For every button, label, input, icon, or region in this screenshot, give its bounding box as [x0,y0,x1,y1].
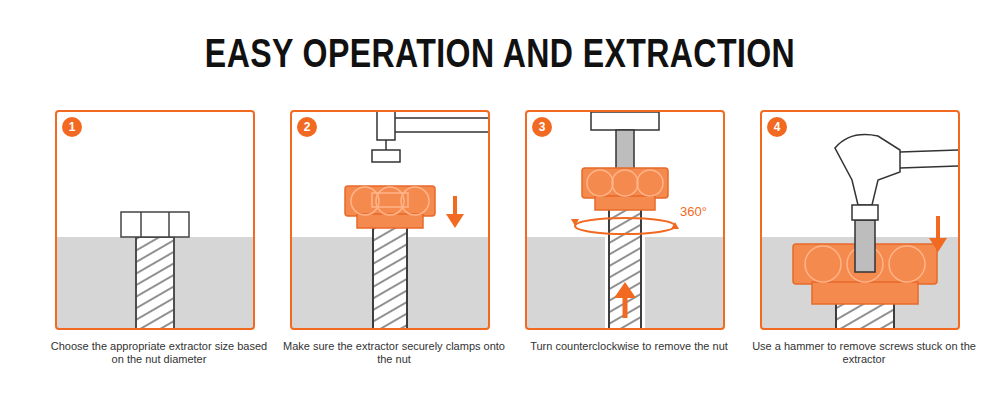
step-number-badge: 3 [532,117,552,137]
step-caption: Choose the appropriate extractor size ba… [47,340,271,366]
step-number-badge: 4 [767,117,787,137]
title-text: EASY OPERATION AND EXTRACTION [205,30,795,76]
step-number-badge: 1 [62,117,82,137]
step-caption: Turn counterclockwise to remove the nut [517,340,741,353]
callout-number: 2 [304,121,311,133]
callout-number: 1 [69,121,76,133]
callout-number: 4 [774,121,781,133]
step-number-badge: 2 [297,117,317,137]
step-panel: Turn counterclockwise to remove the nut3 [525,110,725,330]
step-panel: Make sure the extractor securely clamps … [290,110,490,330]
rotation-label: 360° [680,204,707,219]
step-caption: Make sure the extractor securely clamps … [282,340,506,366]
step-panel: Choose the appropriate extractor size ba… [55,110,255,330]
step-panel: Use a hammer to remove screws stuck on t… [760,110,960,330]
callout-number: 3 [539,121,546,133]
title-bar: EASY OPERATION AND EXTRACTION [0,30,1000,76]
step-caption: Use a hammer to remove screws stuck on t… [752,340,976,366]
